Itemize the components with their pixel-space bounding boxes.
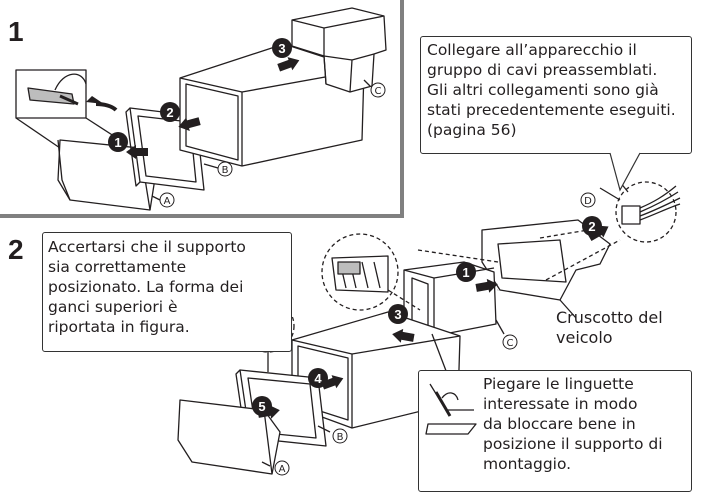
dashboard-label-line: Cruscotto del [556,308,663,327]
badge-3-step2: 3 [394,307,401,322]
tabs-callout: Piegare le linguette interessate in modo… [418,370,692,492]
step-badges: 1 2 3 1 2 3 4 5 [108,38,602,416]
support-callout: Accertarsi che il supporto sia correttam… [42,232,292,352]
support-callout-line: posizionato. La forma dei [48,278,244,296]
cable-callout-line: Collegare all’apparecchio il [427,41,637,59]
dashboard-label: Cruscotto del veicolo [556,308,663,348]
tabs-callout-line: da bloccare bene in [483,415,636,433]
badge-4-step2: 4 [314,371,322,386]
label-a-step2: A [279,464,286,475]
label-b-step1: B [222,165,229,176]
dashboard-label-line: veicolo [556,328,613,347]
step1-frame [0,0,404,218]
badge-2-step2: 2 [588,219,595,234]
badge-2-step1: 2 [166,105,173,120]
sleeve-tab-detail [321,233,421,311]
faceplate-release-detail [15,69,121,149]
badge-1-step2: 1 [462,265,469,280]
mounting-sleeve-c-step1 [291,7,387,93]
cable-callout: Collegare all’apparecchio il gruppo di c… [420,36,692,154]
cable-callout-line: Gli altri collegamenti sono già [427,81,659,99]
tabs-callout-line: posizione il supporto di [483,435,663,453]
label-c-step2: C [507,338,514,349]
cable-callout-line: gruppo di cavi preassemblati. [427,61,658,79]
badge-1-step1: 1 [114,135,121,150]
support-callout-line: ganci superiori è [48,298,178,316]
label-b-step2: B [337,432,344,443]
cable-callout-line: stati precedentemente eseguiti. [427,101,676,119]
tabs-callout-line: interessate in modo [483,395,638,413]
label-d: D [584,196,592,207]
label-c-step1: C [375,86,382,97]
tabs-callout-line: montaggio. [483,455,572,473]
tabs-callout-line: Piegare le linguette [483,375,634,393]
support-callout-line: riportata in figura. [48,318,190,336]
faceplate-a-step2 [177,399,281,475]
support-callout-line: Accertarsi che il supporto [48,238,246,256]
label-a-step1: A [164,196,171,207]
step-1-number: 1 [8,16,24,47]
badge-5-step2: 5 [258,399,265,414]
wire-harness-detail [599,181,681,243]
cable-callout-line: (pagina 56) [427,121,517,139]
support-callout-line: sia correttamente [48,258,187,276]
badge-3-step1: 3 [278,41,285,56]
step-2-number: 2 [8,234,24,265]
